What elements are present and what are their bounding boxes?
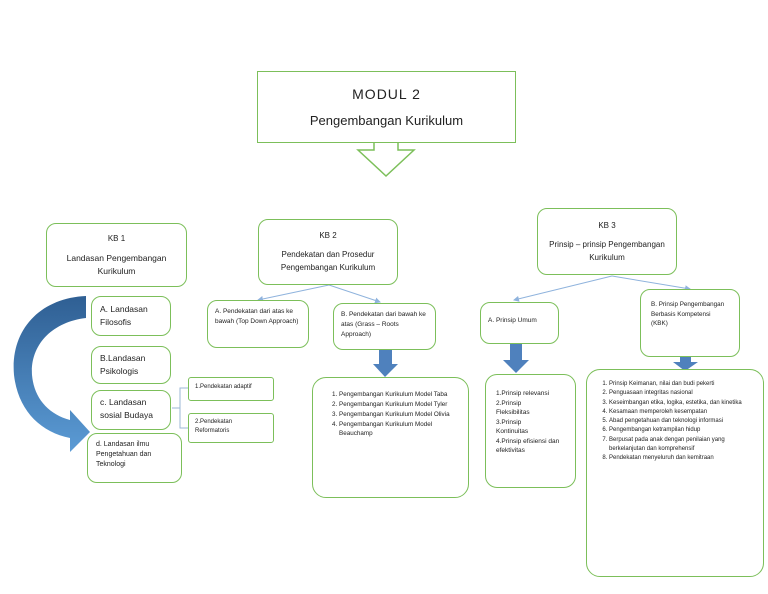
kb1-sub-bracket <box>172 387 188 429</box>
kb2-connector-right <box>328 284 381 304</box>
kb3-prinsip-kbk: B. Prinsip Pengembangan Berbasis Kompete… <box>640 289 740 357</box>
kb3-prinsip-umum: A. Prinsip Umum <box>480 302 559 344</box>
kb2-models-list: Pengembangan Kurikulum Model Taba Pengem… <box>321 390 458 438</box>
list-item: Berpusat pada anak dengan penilaian yang… <box>609 436 753 455</box>
kb3-title: Prinsip – prinsip Pengembangan Kurikulum <box>549 239 665 262</box>
kb3-box: KB 3 Prinsip – prinsip Pengembangan Kuri… <box>537 208 677 275</box>
kb2-connector-left <box>257 284 330 302</box>
kb3-umum-list: 1.Prinsip relevansi 2.Prinsip Fleksibili… <box>496 389 569 456</box>
kb1-sub-adaptif: 1.Pendekatan adaptif <box>188 377 274 401</box>
list-item: 2.Prinsip Fleksibilitas <box>496 399 530 417</box>
kb1-curved-arrow <box>13 296 90 452</box>
list-item: Pengembangan Kurikulum Model Beauchamp <box>339 420 458 438</box>
module-subtitle: Pengembangan Kurikulum <box>309 113 464 128</box>
kb2-title: Pendekatan dan Prosedur Pengembangan Kur… <box>280 250 376 272</box>
list-item: Kesamaan memperoleh kesempatan <box>609 408 753 417</box>
list-item: Pengembangan ketrampilan hidup <box>609 426 753 435</box>
list-item: Pengembangan Kurikulum Model Tyler <box>339 400 458 409</box>
kb2-grass-roots: B. Pendekatan dari bawah ke atas (Grass … <box>333 303 436 350</box>
list-item: 1.Prinsip relevansi <box>496 390 550 397</box>
kb3-connector-left <box>513 275 613 302</box>
kb3-umum-down-arrow <box>503 344 529 373</box>
kb1-heading: KB 1 <box>107 234 126 243</box>
kb1-item-sosial-budaya: c. Landasan sosial Budaya <box>91 390 171 430</box>
kb3-kbk-list: Prinsip Keimanan, nilai dan budi pekerti… <box>591 380 753 464</box>
list-item: Abad pengetahuan dan teknologi informasi <box>609 417 753 426</box>
kb3-connector-right <box>611 275 691 292</box>
kb2-models-box: Pengembangan Kurikulum Model Taba Pengem… <box>312 377 469 498</box>
list-item: 4.Prinsip efisiensi dan efektivitas <box>496 437 560 455</box>
kb3-umum-list-box: 1.Prinsip relevansi 2.Prinsip Fleksibili… <box>485 374 576 488</box>
kb1-item-psikologis: B.Landasan Psikologis <box>91 346 171 384</box>
kb3-kbk-list-box: Prinsip Keimanan, nilai dan budi pekerti… <box>586 369 764 577</box>
module-title-box: MODUL 2 Pengembangan Kurikulum <box>257 71 516 143</box>
list-item: Pengembangan Kurikulum Model Taba <box>339 390 458 399</box>
kb3-kbk-down-arrow <box>673 357 698 371</box>
kb2-down-arrow <box>373 350 398 377</box>
kb1-title: Landasan Pengembangan Kurikulum <box>66 253 167 276</box>
list-item: 3.Prinsip Kontinuitas <box>496 418 529 436</box>
list-item: Penguasaan integritas nasional <box>609 389 753 398</box>
kb2-heading: KB 2 <box>319 231 337 240</box>
list-item: Pengembangan Kurikulum Model Olivia <box>339 410 458 419</box>
kb2-box: KB 2 Pendekatan dan Prosedur Pengembanga… <box>258 219 398 285</box>
kb2-top-down: A. Pendekatan dari atas ke bawah (Top Do… <box>207 300 309 348</box>
kb3-heading: KB 3 <box>598 220 616 230</box>
kb1-box: KB 1 Landasan Pengembangan Kurikulum <box>46 223 187 287</box>
module-title: MODUL 2 <box>352 86 421 102</box>
kb1-sub-reformatoris: 2.Pendekatan Reformatoris <box>188 413 274 443</box>
list-item: Pendekatan menyeluruh dan kemitraan <box>609 454 753 463</box>
kb1-item-filosofis: A. Landasan Filosofis <box>91 296 171 336</box>
title-down-arrow <box>356 141 416 178</box>
list-item: Prinsip Keimanan, nilai dan budi pekerti <box>609 380 753 389</box>
kb1-item-iptek: d. Landasan ilmu Pengetahuan dan Teknolo… <box>87 433 182 483</box>
list-item: Keseimbangan etika, logika, estetika, da… <box>609 399 753 408</box>
